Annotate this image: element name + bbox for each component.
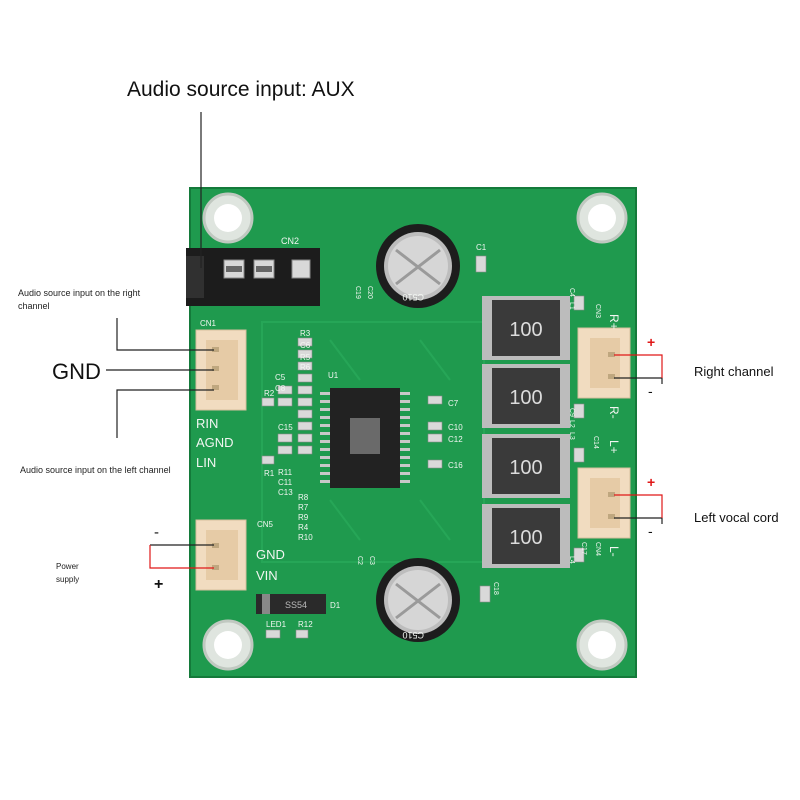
capacitor-bottom: C510 [376, 558, 460, 642]
silk-l-plus: L+ [607, 440, 621, 454]
left-input-label: Audio source input on the left channel [20, 465, 171, 475]
silk-r3: R3 [300, 329, 311, 338]
silk-cn5: CN5 [257, 520, 274, 529]
mounting-hole-top-right [576, 192, 628, 244]
right-plus-sign: + [647, 334, 656, 350]
silk-c7: C7 [448, 399, 459, 408]
silk-l2: L2 [568, 420, 575, 428]
mounting-hole-top-left [202, 192, 254, 244]
power-minus-sign: - [154, 524, 159, 541]
silk-r7: R7 [298, 503, 309, 512]
silk-c20: C20 [366, 286, 373, 299]
silk-d1: D1 [330, 601, 341, 610]
silk-c16: C16 [448, 461, 463, 470]
silk-c10: C10 [448, 423, 463, 432]
right-input-label: Audio source input on the right channel [18, 288, 141, 311]
silk-c1: C1 [476, 243, 487, 252]
silk-c5: C5 [275, 373, 286, 382]
silk-cn3: CN3 [594, 304, 601, 318]
cap-bottom-label: C510 [402, 630, 424, 640]
silk-r12: R12 [298, 620, 313, 629]
silk-r4: R4 [298, 523, 309, 532]
gnd-label: GND [52, 359, 101, 384]
silk-c4: C4 [568, 288, 575, 297]
silk-led1: LED1 [266, 620, 287, 629]
silk-r11: R11 [278, 468, 293, 477]
inductor-2: 100 [482, 364, 570, 428]
silk-gnd: GND [256, 547, 285, 562]
silk-r1: R1 [264, 469, 275, 478]
left-plus-sign: + [647, 474, 656, 490]
silk-l-minus: L- [607, 546, 621, 557]
capacitor-top: C510 [376, 224, 460, 308]
right-output-connector-cn3 [577, 327, 631, 399]
silk-r10: R10 [298, 533, 313, 542]
silk-c3: C3 [368, 556, 375, 565]
power-supply-label: Power supply [56, 562, 80, 584]
silk-lin: LIN [196, 455, 216, 470]
silk-u1: U1 [328, 371, 339, 380]
left-plus-wire [614, 494, 663, 518]
silk-l3: L3 [568, 432, 575, 440]
right-input-callout-line [116, 318, 214, 351]
silk-l1: L1 [568, 302, 575, 310]
silk-cn4: CN4 [594, 542, 601, 556]
inductor-1-value: 100 [509, 319, 542, 341]
silk-c15: C15 [278, 423, 293, 432]
inductor-1: 100 [482, 296, 570, 360]
silk-c12: C12 [448, 435, 463, 444]
inductor-4: 100 [482, 504, 570, 568]
inductor-2-value: 100 [509, 387, 542, 409]
silk-c2: C2 [356, 556, 363, 565]
silk-vin: VIN [256, 568, 278, 583]
cap-top-label: C510 [402, 292, 424, 302]
silk-c8: C8 [275, 384, 286, 393]
silk-c17: C17 [580, 542, 587, 555]
power-connector-cn5 [195, 519, 247, 591]
mounting-hole-bottom-right [576, 619, 628, 671]
aux-jack [186, 248, 320, 306]
silk-c11: C11 [278, 478, 293, 487]
silk-r-minus: R- [607, 406, 621, 419]
silk-c18: C18 [492, 582, 499, 595]
left-output-connector-cn4 [577, 467, 631, 539]
amplifier-ic [320, 388, 410, 488]
aux-input-title: Audio source input: AUX [127, 78, 355, 101]
silk-c6: C6 [300, 341, 311, 350]
inductor-3: 100 [482, 434, 570, 498]
silk-cn2: CN2 [281, 236, 299, 246]
silk-agnd: AGND [196, 435, 234, 450]
right-minus-sign: - [648, 383, 653, 399]
silk-r5: R5 [300, 353, 311, 362]
left-input-callout-line [116, 389, 214, 438]
silk-l4: L4 [568, 556, 575, 564]
inductor-4-value: 100 [509, 527, 542, 549]
silk-c14: C14 [592, 436, 599, 449]
silk-cn1: CN1 [200, 319, 217, 328]
diode-d1: SS54 [256, 594, 326, 614]
silk-c9: C9 [568, 408, 575, 417]
power-plus-sign: + [154, 576, 164, 593]
right-channel-label: Right channel [694, 364, 774, 379]
silk-c13: C13 [278, 488, 293, 497]
silk-r-plus: R+ [607, 314, 621, 330]
silk-c19: C19 [354, 286, 361, 299]
power-plus-wire [149, 545, 214, 569]
right-plus-wire [614, 354, 663, 378]
silk-rin: RIN [196, 416, 218, 431]
inductor-3-value: 100 [509, 457, 542, 479]
silk-r8: R8 [298, 493, 309, 502]
silk-r2: R2 [264, 389, 275, 398]
left-vocal-label: Left vocal cord [694, 510, 779, 525]
diode-marking: SS54 [285, 600, 307, 610]
mounting-hole-bottom-left [202, 619, 254, 671]
silk-r9: R9 [298, 513, 309, 522]
left-minus-sign: - [648, 523, 653, 539]
silk-r6: R6 [300, 363, 311, 372]
